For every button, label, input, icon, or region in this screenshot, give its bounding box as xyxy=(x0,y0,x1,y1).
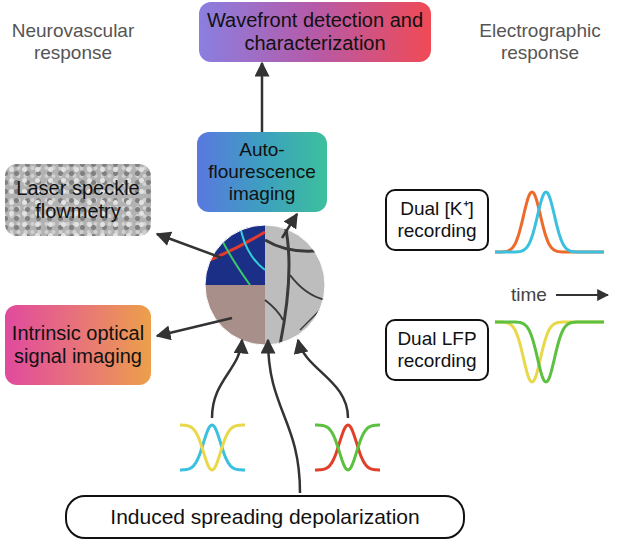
signal-trace xyxy=(495,192,604,252)
image-outline xyxy=(205,225,325,345)
signal-trace xyxy=(315,425,380,470)
signal-trace xyxy=(180,425,245,470)
vessel xyxy=(280,225,289,345)
method-box: Auto- flourescence imaging xyxy=(197,132,327,212)
axis-label: time xyxy=(505,284,553,306)
flow-arrow xyxy=(261,63,264,132)
signal-trace xyxy=(180,425,245,470)
vessel xyxy=(300,310,320,330)
time-arrow xyxy=(556,294,608,296)
recording-box: Dual LFP recording xyxy=(385,319,489,381)
method-box: Intrinsic optical signal imaging xyxy=(5,305,151,385)
vessel xyxy=(265,240,325,251)
signal-trace xyxy=(495,322,604,382)
box-text: Dual LFP recording xyxy=(393,328,481,372)
box-text: Dual [K⁺] recording xyxy=(393,198,481,242)
arrow xyxy=(282,214,297,238)
cortex-photo xyxy=(265,225,325,345)
arrow xyxy=(268,340,300,493)
optical-signal-map xyxy=(205,285,265,345)
group-heading: Electrographic response xyxy=(466,20,614,64)
box-text: Auto- flourescence imaging xyxy=(203,139,321,205)
box-text: Wavefront detection and characterization xyxy=(205,9,425,55)
recording-box: Dual [K⁺] recording xyxy=(385,189,489,251)
group-heading: Neurovascular response xyxy=(6,20,140,64)
vessel xyxy=(240,225,265,270)
arrow xyxy=(298,340,348,418)
vessel xyxy=(265,300,283,320)
signal-trace xyxy=(315,425,380,470)
box-text: Intrinsic optical signal imaging xyxy=(11,322,145,368)
vessel xyxy=(290,275,325,300)
arrow xyxy=(212,340,242,418)
signal-trace xyxy=(495,192,604,252)
stimulus-box: Induced spreading depolarization xyxy=(65,495,465,539)
vessel xyxy=(205,232,265,262)
method-box: Laser speckle flowmetry xyxy=(5,164,151,236)
result-box: Wavefront detection and characterization xyxy=(199,2,431,62)
box-text: Induced spreading depolarization xyxy=(110,505,419,529)
signal-trace xyxy=(495,322,604,382)
box-text: Laser speckle flowmetry xyxy=(11,177,145,223)
brain-image xyxy=(205,225,325,345)
arrow xyxy=(157,318,232,336)
arrow xyxy=(157,234,222,258)
